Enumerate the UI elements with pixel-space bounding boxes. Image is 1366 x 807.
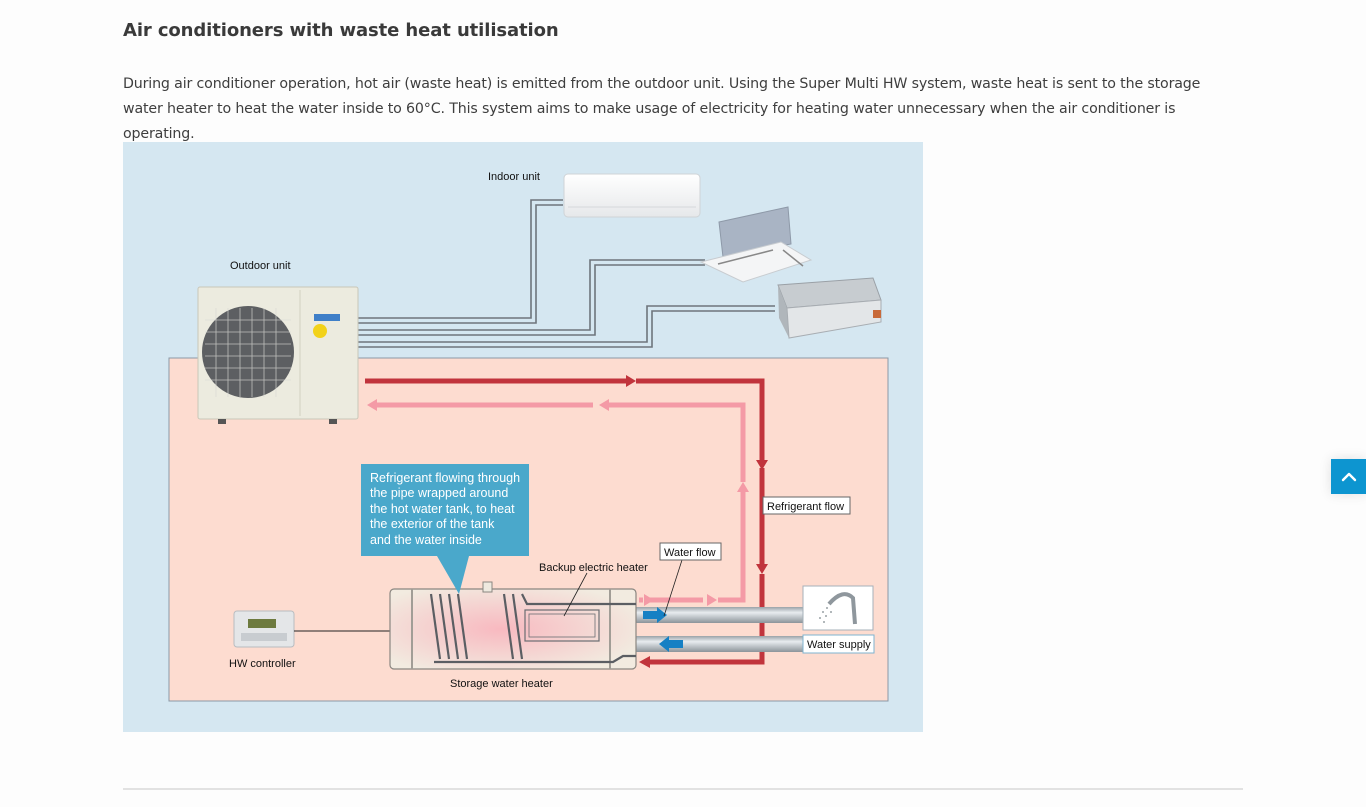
refrigerant-hot-arrowheads <box>626 375 768 668</box>
water-supply-label: Water supply <box>807 639 871 651</box>
hw-controller-image <box>233 610 295 648</box>
callout-line: the hot water tank, to heat <box>370 502 515 516</box>
hw-controller-label: HW controller <box>229 658 296 670</box>
chevron-up-icon <box>1341 467 1357 486</box>
ducted-indoor-unit-image <box>777 277 882 339</box>
cassette-indoor-unit-image <box>699 206 813 283</box>
refrigerant-flow-hot <box>365 378 765 665</box>
backup-heater-leader <box>563 572 588 617</box>
water-flow-arrows <box>643 607 683 652</box>
water-flow-label: Water flow <box>664 547 716 559</box>
outdoor-unit-image <box>197 286 359 424</box>
storage-water-heater-image <box>389 581 637 670</box>
refrigerant-flow-return <box>375 402 746 603</box>
refrigerant-return-arrowheads <box>367 399 749 606</box>
backup-heater-label: Backup electric heater <box>539 562 648 574</box>
system-diagram: Refrigerant flowing through the pipe wra… <box>123 142 923 732</box>
section-divider <box>123 788 1243 790</box>
outdoor-unit-label: Outdoor unit <box>230 260 291 272</box>
callout-line: the exterior of the tank <box>370 517 495 531</box>
back-to-top-button[interactable] <box>1331 459 1366 494</box>
callout-line: the pipe wrapped around <box>370 486 508 500</box>
refrigerant-flow-label: Refrigerant flow <box>767 501 844 513</box>
intro-paragraph: During air conditioner operation, hot ai… <box>123 76 1201 142</box>
callout-line: and the water inside <box>370 533 482 547</box>
callout-line: Refrigerant flowing through <box>370 471 520 485</box>
wall-mounted-indoor-unit-image <box>563 173 701 218</box>
water-flow-leader <box>663 559 683 617</box>
shower-head-image <box>802 585 874 631</box>
indoor-unit-label: Indoor unit <box>488 171 540 183</box>
page-title: Air conditioners with waste heat utilisa… <box>123 20 559 41</box>
storage-heater-label: Storage water heater <box>450 678 553 690</box>
refrigerant-callout: Refrigerant flowing through the pipe wra… <box>361 464 529 594</box>
indoor-unit-pipes <box>358 199 775 348</box>
